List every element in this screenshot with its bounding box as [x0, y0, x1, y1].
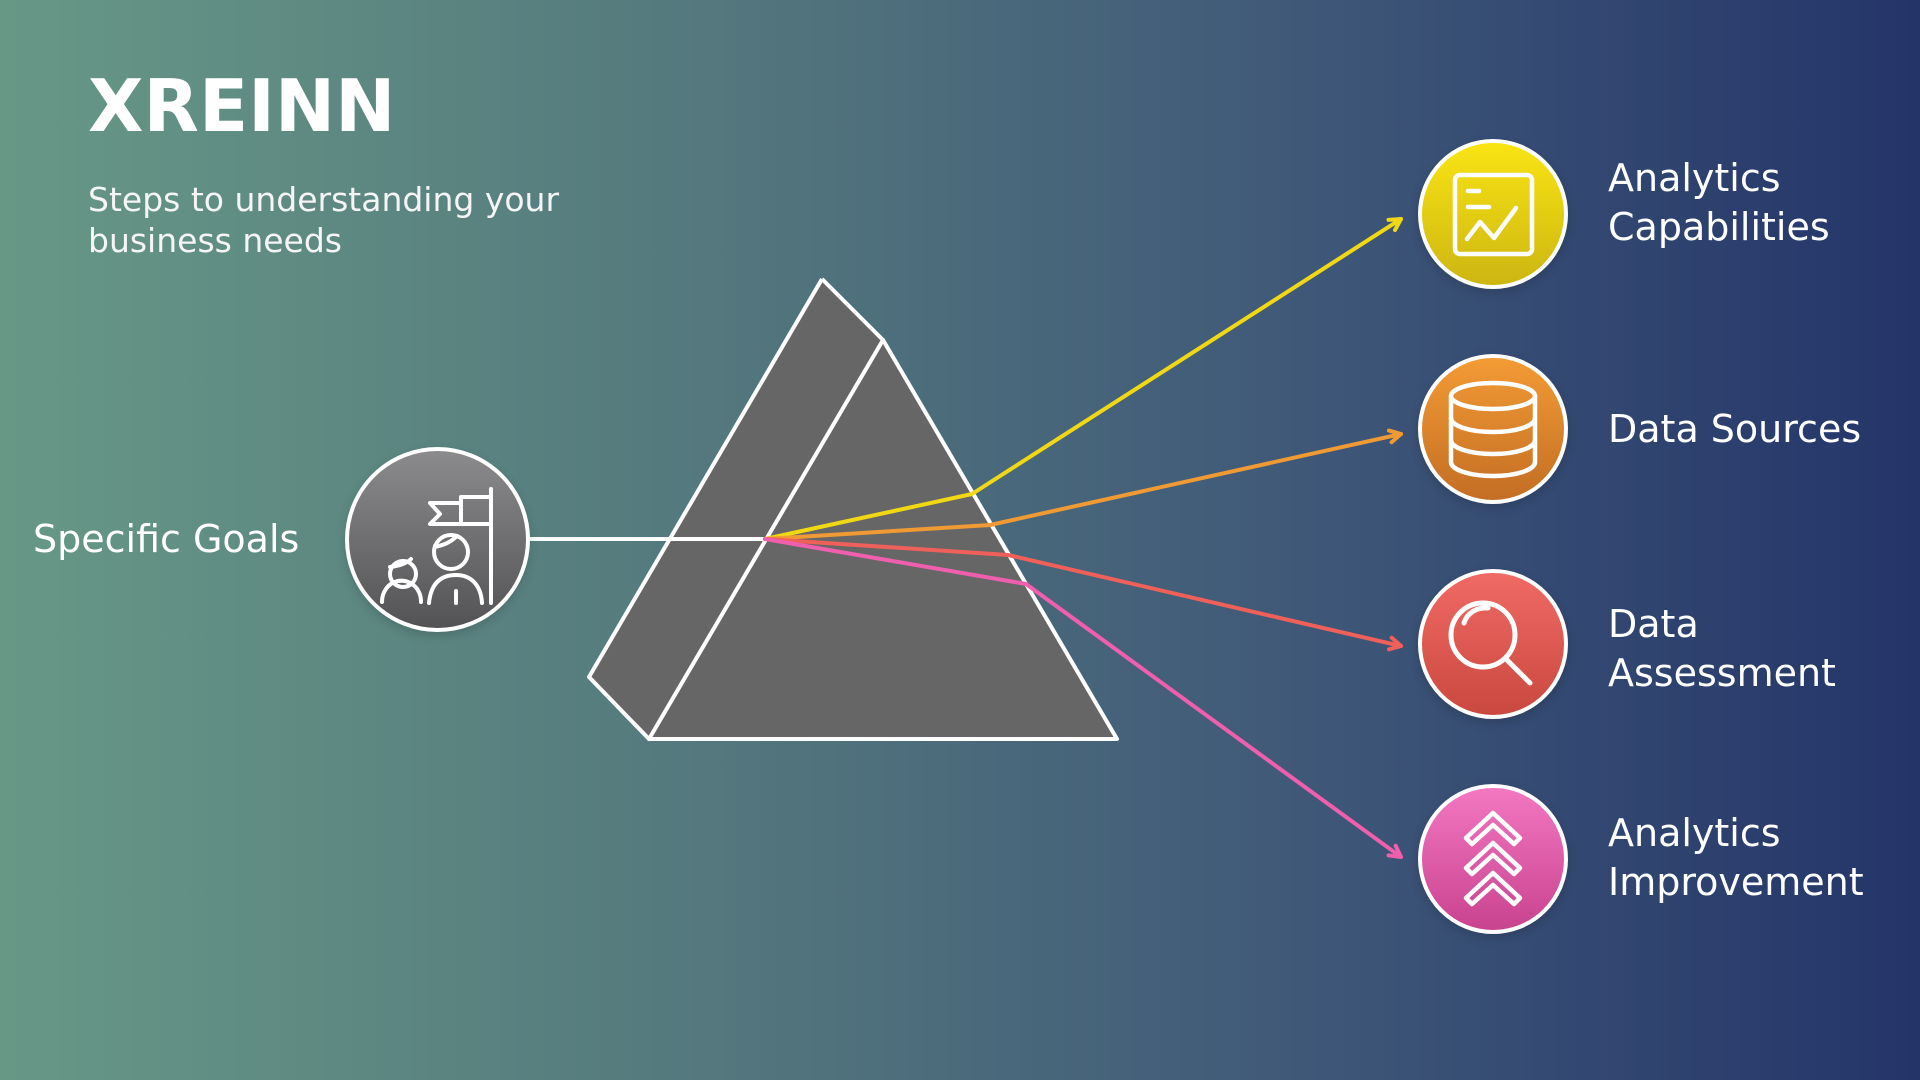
prism-outline: [587, 277, 1119, 741]
data-sources-label: Data Sources: [1608, 407, 1862, 451]
analytics-capabilities-label: Analytics Capabilities: [1608, 156, 1830, 249]
specific-goals-node: [345, 447, 530, 632]
prism-face: [589, 279, 1117, 739]
output-node-data-assessment: [1418, 569, 1568, 719]
yellow-ray: [763, 217, 1403, 541]
pink-ray: [763, 537, 1403, 859]
chevrons-up-icon: [1463, 810, 1523, 907]
output-node-analytics-capabilities: [1418, 139, 1568, 289]
orange-ray: [763, 428, 1403, 541]
magnifying-glass-icon: [1448, 600, 1533, 686]
analytics-improvement-label: Analytics Improvement: [1608, 811, 1864, 904]
data-assessment-label: Data Assessment: [1608, 602, 1836, 695]
output-node-data-sources: [1418, 354, 1568, 504]
analytics-chart-icon: [1452, 172, 1535, 257]
prism-shape: [587, 277, 1119, 741]
page-title: XREINN: [88, 64, 396, 148]
team-goal-flag-icon: [380, 487, 493, 605]
specific-goals-label: Specific Goals: [33, 517, 300, 561]
page-subtitle: Steps to understanding your business nee…: [88, 180, 560, 260]
output-node-analytics-improvement: [1418, 784, 1568, 934]
red-ray: [763, 537, 1403, 652]
database-icon: [1448, 380, 1538, 479]
